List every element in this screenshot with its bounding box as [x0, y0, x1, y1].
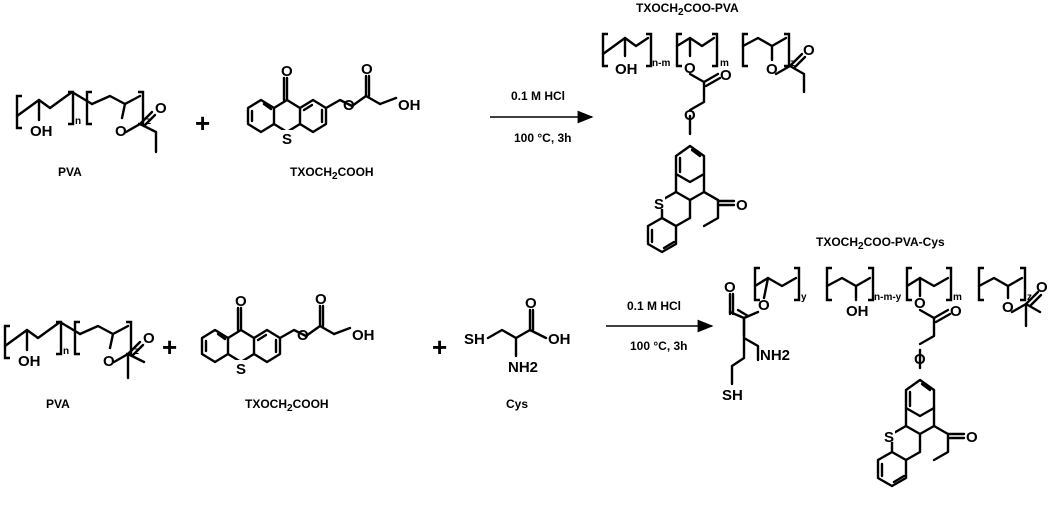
oh-label: OH	[18, 353, 41, 370]
compound-label-txoch2cooh: TXOCH2COOH	[290, 165, 374, 182]
o-label: O	[736, 197, 748, 214]
o-label: O	[914, 351, 926, 368]
o-label: O	[343, 97, 355, 114]
compound-label-txoch2cooh: TXOCH2COOH	[245, 397, 329, 414]
subscript-z: z	[1027, 292, 1032, 303]
subscript-y: y	[801, 292, 807, 303]
oh-label: OH	[352, 327, 375, 344]
oh-label: OH	[548, 331, 571, 348]
o-label: O	[155, 100, 167, 117]
o-label: O	[143, 330, 155, 347]
oh-label: OH	[398, 97, 421, 114]
subscript-z: z	[146, 116, 151, 127]
subscript-z: z	[790, 58, 795, 69]
oh-label: OH	[615, 61, 638, 78]
reagent-label: 0.1 M HCl	[511, 89, 565, 103]
product-label-txoch2coo-pva-cys: TXOCH2COO-PVA-Cys	[816, 235, 945, 252]
o-label: O	[803, 42, 815, 59]
s-label: S	[282, 131, 292, 148]
plus-sign: +	[195, 108, 210, 138]
o-label: O	[950, 303, 962, 320]
o-label: O	[914, 295, 926, 312]
product-1-structure: OH O O O O O S O n-m m z	[601, 32, 815, 254]
o-label: O	[281, 63, 293, 80]
o-label: O	[115, 123, 127, 140]
o-label: O	[684, 60, 696, 77]
o-label: O	[766, 61, 778, 78]
compound-label-cys: Cys	[506, 397, 528, 411]
o-label: O	[361, 61, 373, 78]
sh-label: SH	[722, 387, 743, 404]
compound-label-pva: PVA	[58, 165, 82, 179]
s-label: S	[884, 429, 894, 446]
o-label: O	[966, 429, 978, 446]
o-label: O	[235, 293, 247, 310]
reagent-label: 0.1 M HCl	[627, 299, 681, 313]
o-label: O	[1036, 279, 1048, 296]
pva-structure-1: OH O O n z	[15, 90, 167, 154]
subscript-z: z	[134, 346, 139, 357]
o-label: O	[297, 327, 309, 344]
o-label: O	[1002, 299, 1014, 316]
plus-sign: +	[432, 332, 447, 362]
pva-structure-2: OH O O n z	[3, 320, 155, 380]
compound-label-pva: PVA	[46, 397, 70, 411]
txoch2cooh-structure-2: O S O O OH	[200, 291, 375, 378]
temperature-label: 100 °C, 3h	[514, 131, 572, 145]
subscript-n: n	[63, 346, 69, 357]
o-label: O	[525, 295, 537, 312]
oh-label: OH	[30, 123, 53, 140]
subscript-n: n	[75, 116, 81, 127]
o-label: O	[720, 67, 732, 84]
o-label: O	[724, 279, 736, 296]
temperature-label: 100 °C, 3h	[630, 339, 688, 353]
cysteine-structure: SH O OH NH2	[464, 295, 571, 376]
o-label: O	[315, 291, 327, 308]
nh2-label: NH2	[508, 359, 538, 376]
subscript-n-m-y: n-m-y	[874, 292, 902, 303]
product-label-txoch2coo-pva: TXOCH2COO-PVA	[636, 1, 739, 18]
subscript-n-m: n-m	[652, 58, 670, 69]
oh-label: OH	[846, 303, 869, 320]
o-label: O	[684, 107, 696, 124]
subscript-m: m	[953, 292, 962, 303]
s-label: S	[654, 196, 664, 213]
o-label: O	[758, 297, 770, 314]
plus-sign: +	[162, 332, 177, 362]
sh-label: SH	[464, 331, 485, 348]
s-label: S	[236, 361, 246, 378]
o-label: O	[103, 353, 115, 370]
product-2-structure: O O NH2 SH OH O O O S O O O y n-m-y m z	[722, 266, 1048, 488]
nh2-label: NH2	[760, 347, 790, 364]
subscript-m: m	[720, 58, 729, 69]
txoch2cooh-structure-1: O S O O OH	[246, 61, 421, 148]
